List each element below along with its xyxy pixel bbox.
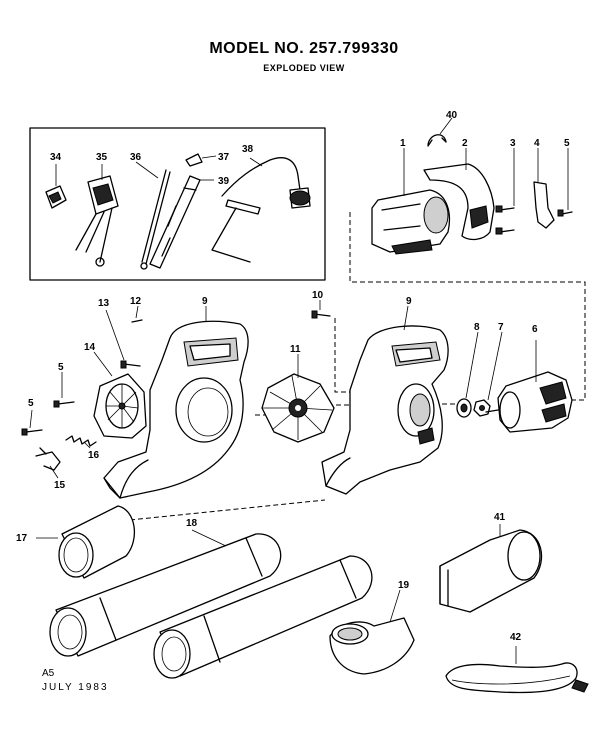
part-7-nut [473, 399, 491, 417]
callout-17: 17 [16, 533, 28, 544]
callout-3: 3 [510, 138, 516, 149]
callout-9-right: 9 [406, 296, 412, 307]
part-14-fan-cover [93, 373, 147, 439]
part-9-right-housing [321, 325, 449, 495]
callout-19: 19 [398, 580, 410, 591]
footer-code: A5 [42, 668, 55, 679]
callout-11: 11 [290, 344, 301, 355]
callout-2: 2 [462, 138, 468, 149]
view-subtitle: EXPLODED VIEW [263, 63, 345, 73]
callout-42: 42 [510, 632, 522, 643]
part-39-bracket [149, 175, 201, 269]
callout-6: 6 [532, 324, 538, 335]
model-title: MODEL NO. 257.799330 [209, 40, 399, 57]
callout-10: 10 [312, 290, 324, 301]
callout-41: 41 [494, 512, 506, 523]
part-6-motor [485, 371, 573, 433]
part-38-cord-plug [211, 157, 311, 263]
callout-18: 18 [186, 518, 198, 529]
callout-36: 36 [130, 152, 142, 163]
part-15-latch [35, 447, 61, 471]
callout-1: 1 [400, 138, 406, 149]
part-13-screw [123, 363, 141, 367]
part-12-screw [131, 319, 143, 323]
part-40-clip [427, 134, 447, 147]
callout-13: 13 [98, 298, 110, 309]
callout-12: 12 [130, 296, 142, 307]
callout-7: 7 [498, 322, 504, 333]
callout-8: 8 [474, 322, 480, 333]
part-35-switch-assembly [75, 175, 119, 267]
accessory-kit-box [29, 127, 326, 281]
callout-15: 15 [54, 480, 66, 491]
part-41-wide-nozzle [439, 529, 543, 613]
part-4-switch-lever [533, 181, 555, 229]
callout-16: 16 [88, 450, 100, 461]
callout-35: 35 [96, 152, 108, 163]
callout-5-low: 5 [28, 398, 34, 409]
callout-5-mid: 5 [58, 362, 64, 373]
callout-39: 39 [218, 176, 230, 187]
part-19-elbow-nozzle [329, 617, 415, 675]
callout-37: 37 [218, 152, 230, 163]
part-37-cap [185, 153, 203, 167]
callout-9-left: 9 [202, 296, 208, 307]
part-9-left-housing [103, 320, 249, 499]
footer-date: JULY 1983 [42, 682, 109, 693]
leader-lines [29, 117, 569, 664]
callout-40: 40 [446, 110, 458, 121]
part-1-motor-housing [371, 189, 451, 255]
part-16-spring [65, 435, 97, 447]
part-5-screw-top [561, 211, 573, 215]
assembly-path-lines [129, 212, 586, 521]
part-17-ring [58, 505, 136, 579]
part-34-switch [45, 185, 67, 209]
callout-5-top: 5 [564, 138, 570, 149]
part-36-rod [140, 169, 171, 270]
part-42-strap [445, 662, 589, 694]
callout-34: 34 [50, 152, 62, 163]
callout-38: 38 [242, 144, 254, 155]
callout-4: 4 [534, 138, 540, 149]
callout-14: 14 [84, 342, 96, 353]
part-18-tubes [49, 533, 373, 679]
part-2-handle-cover [423, 163, 495, 241]
part-8-washer [456, 398, 472, 418]
part-11-fan [261, 373, 335, 443]
part-3-screws [495, 205, 515, 235]
part-5-screws-left [21, 400, 75, 436]
